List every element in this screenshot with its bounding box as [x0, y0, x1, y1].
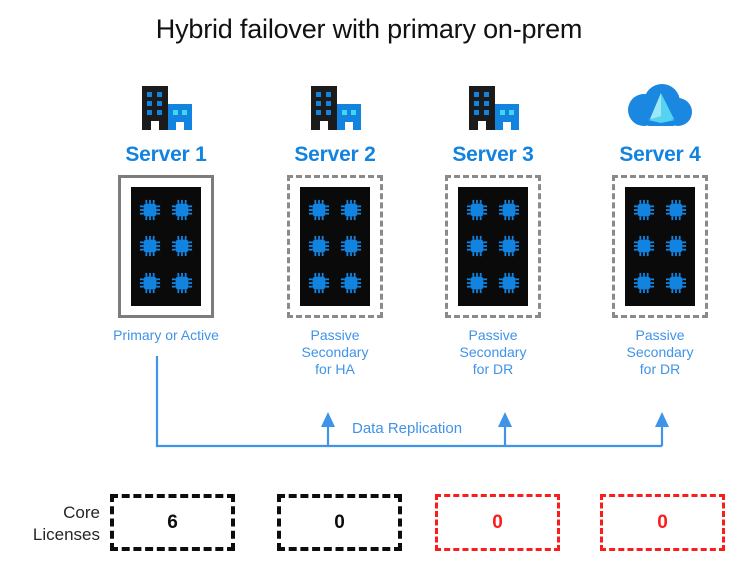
core-license-box-3[interactable]: 0 [435, 494, 560, 551]
core-licenses-label: Core Licenses [32, 503, 100, 544]
rack-chip-grid-2 [300, 187, 370, 306]
server-rack-3[interactable] [445, 175, 541, 318]
core-license-box-4[interactable]: 0 [600, 494, 725, 551]
cpu-chip-icon [308, 236, 330, 257]
server-role-caption-1: Primary or Active [113, 327, 219, 343]
cpu-chip-icon [633, 272, 655, 293]
cpu-chip-icon [633, 200, 655, 221]
cpu-chip-icon [665, 236, 687, 257]
server-rack-1[interactable] [118, 175, 214, 318]
cpu-chip-icon [139, 236, 161, 257]
cpu-chip-icon [340, 272, 362, 293]
cpu-chip-icon [498, 236, 520, 257]
server-column-4: Server 4 Passive Secondary for DR [580, 80, 738, 378]
on-prem-building-icon [255, 80, 415, 132]
cpu-chip-icon [308, 272, 330, 293]
server-rack-2[interactable] [287, 175, 383, 318]
server-column-3: Server 3 Passive Secondary for DR [413, 80, 573, 378]
rack-chip-grid-3 [458, 187, 528, 306]
server-name-2: Server 2 [294, 143, 376, 166]
cpu-chip-icon [665, 272, 687, 293]
cpu-chip-icon [466, 236, 488, 257]
cpu-chip-icon [498, 272, 520, 293]
cpu-chip-icon [340, 236, 362, 257]
cpu-chip-icon [139, 272, 161, 293]
cpu-chip-icon [308, 200, 330, 221]
data-replication-label: Data Replication [352, 420, 463, 437]
server-name-3: Server 3 [452, 143, 534, 166]
server-column-1: Server 1 Primary or Active [86, 80, 246, 344]
rack-chip-grid-1 [131, 187, 201, 306]
server-name-1: Server 1 [125, 143, 207, 166]
cpu-chip-icon [466, 200, 488, 221]
on-prem-building-icon [413, 80, 573, 132]
cpu-chip-icon [139, 200, 161, 221]
azure-cloud-icon [580, 80, 738, 132]
server-column-2: Server 2 Passive Secondary for HA [255, 80, 415, 378]
cpu-chip-icon [498, 200, 520, 221]
server-role-caption-2: Passive Secondary for HA [301, 327, 369, 377]
server-role-caption-3: Passive Secondary for DR [459, 327, 527, 377]
cpu-chip-icon [340, 200, 362, 221]
on-prem-building-icon [86, 80, 246, 132]
server-role-caption-4: Passive Secondary for DR [626, 327, 694, 377]
cpu-chip-icon [171, 236, 193, 257]
cpu-chip-icon [466, 272, 488, 293]
cpu-chip-icon [171, 272, 193, 293]
cpu-chip-icon [665, 200, 687, 221]
core-license-box-2[interactable]: 0 [277, 494, 402, 551]
rack-chip-grid-4 [625, 187, 695, 306]
server-name-4: Server 4 [619, 143, 701, 166]
core-license-box-1[interactable]: 6 [110, 494, 235, 551]
cpu-chip-icon [171, 200, 193, 221]
page-title: Hybrid failover with primary on-prem [155, 14, 583, 44]
cpu-chip-icon [633, 236, 655, 257]
server-rack-4[interactable] [612, 175, 708, 318]
